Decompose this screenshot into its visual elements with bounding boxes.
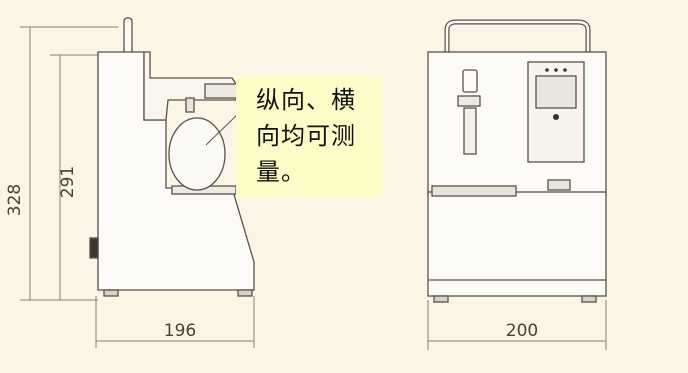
display-leds	[545, 68, 567, 72]
egg-sample	[168, 117, 226, 191]
width-dimension-196	[95, 296, 255, 348]
note-line-3: 量。	[256, 158, 306, 186]
dim-label-328: 328	[5, 184, 25, 216]
pointer-line	[205, 111, 241, 146]
height-dimension-328	[20, 26, 118, 300]
note-line-2: 向均可测	[256, 122, 356, 150]
height-dimension-291	[50, 54, 98, 300]
dim-label-200: 200	[506, 321, 538, 341]
annotation-note: 纵向、横 向均可测 量。	[236, 76, 382, 198]
width-dimension-200	[427, 300, 607, 350]
note-line-1: 纵向、横	[256, 86, 356, 114]
front-view	[427, 19, 607, 303]
dim-label-196: 196	[164, 321, 196, 341]
dim-label-291: 291	[58, 166, 78, 198]
